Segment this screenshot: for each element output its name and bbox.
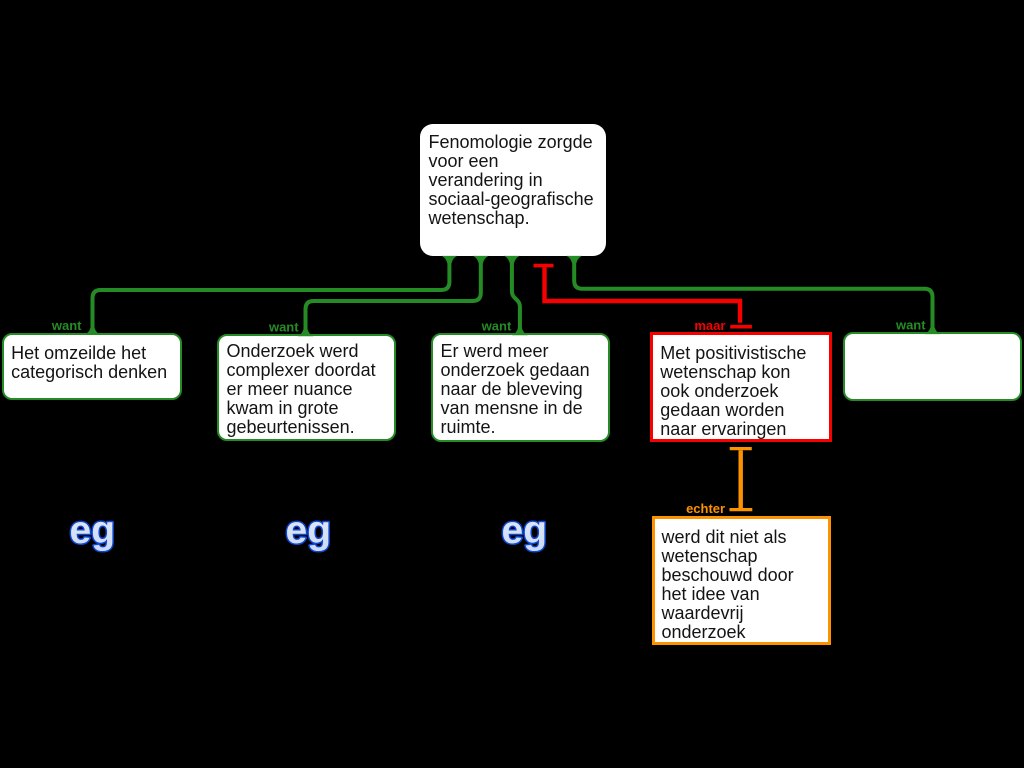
svg-text:want: want	[268, 320, 299, 335]
svg-text:want: want	[51, 318, 82, 333]
svg-text:maar: maar	[694, 318, 725, 333]
svg-text:eg: eg	[502, 509, 548, 552]
svg-text:eg: eg	[286, 509, 332, 552]
svg-text:want: want	[481, 319, 512, 334]
svg-text:echter: echter	[686, 501, 725, 516]
svg-text:eg: eg	[70, 509, 116, 552]
svg-text:want: want	[895, 318, 926, 333]
